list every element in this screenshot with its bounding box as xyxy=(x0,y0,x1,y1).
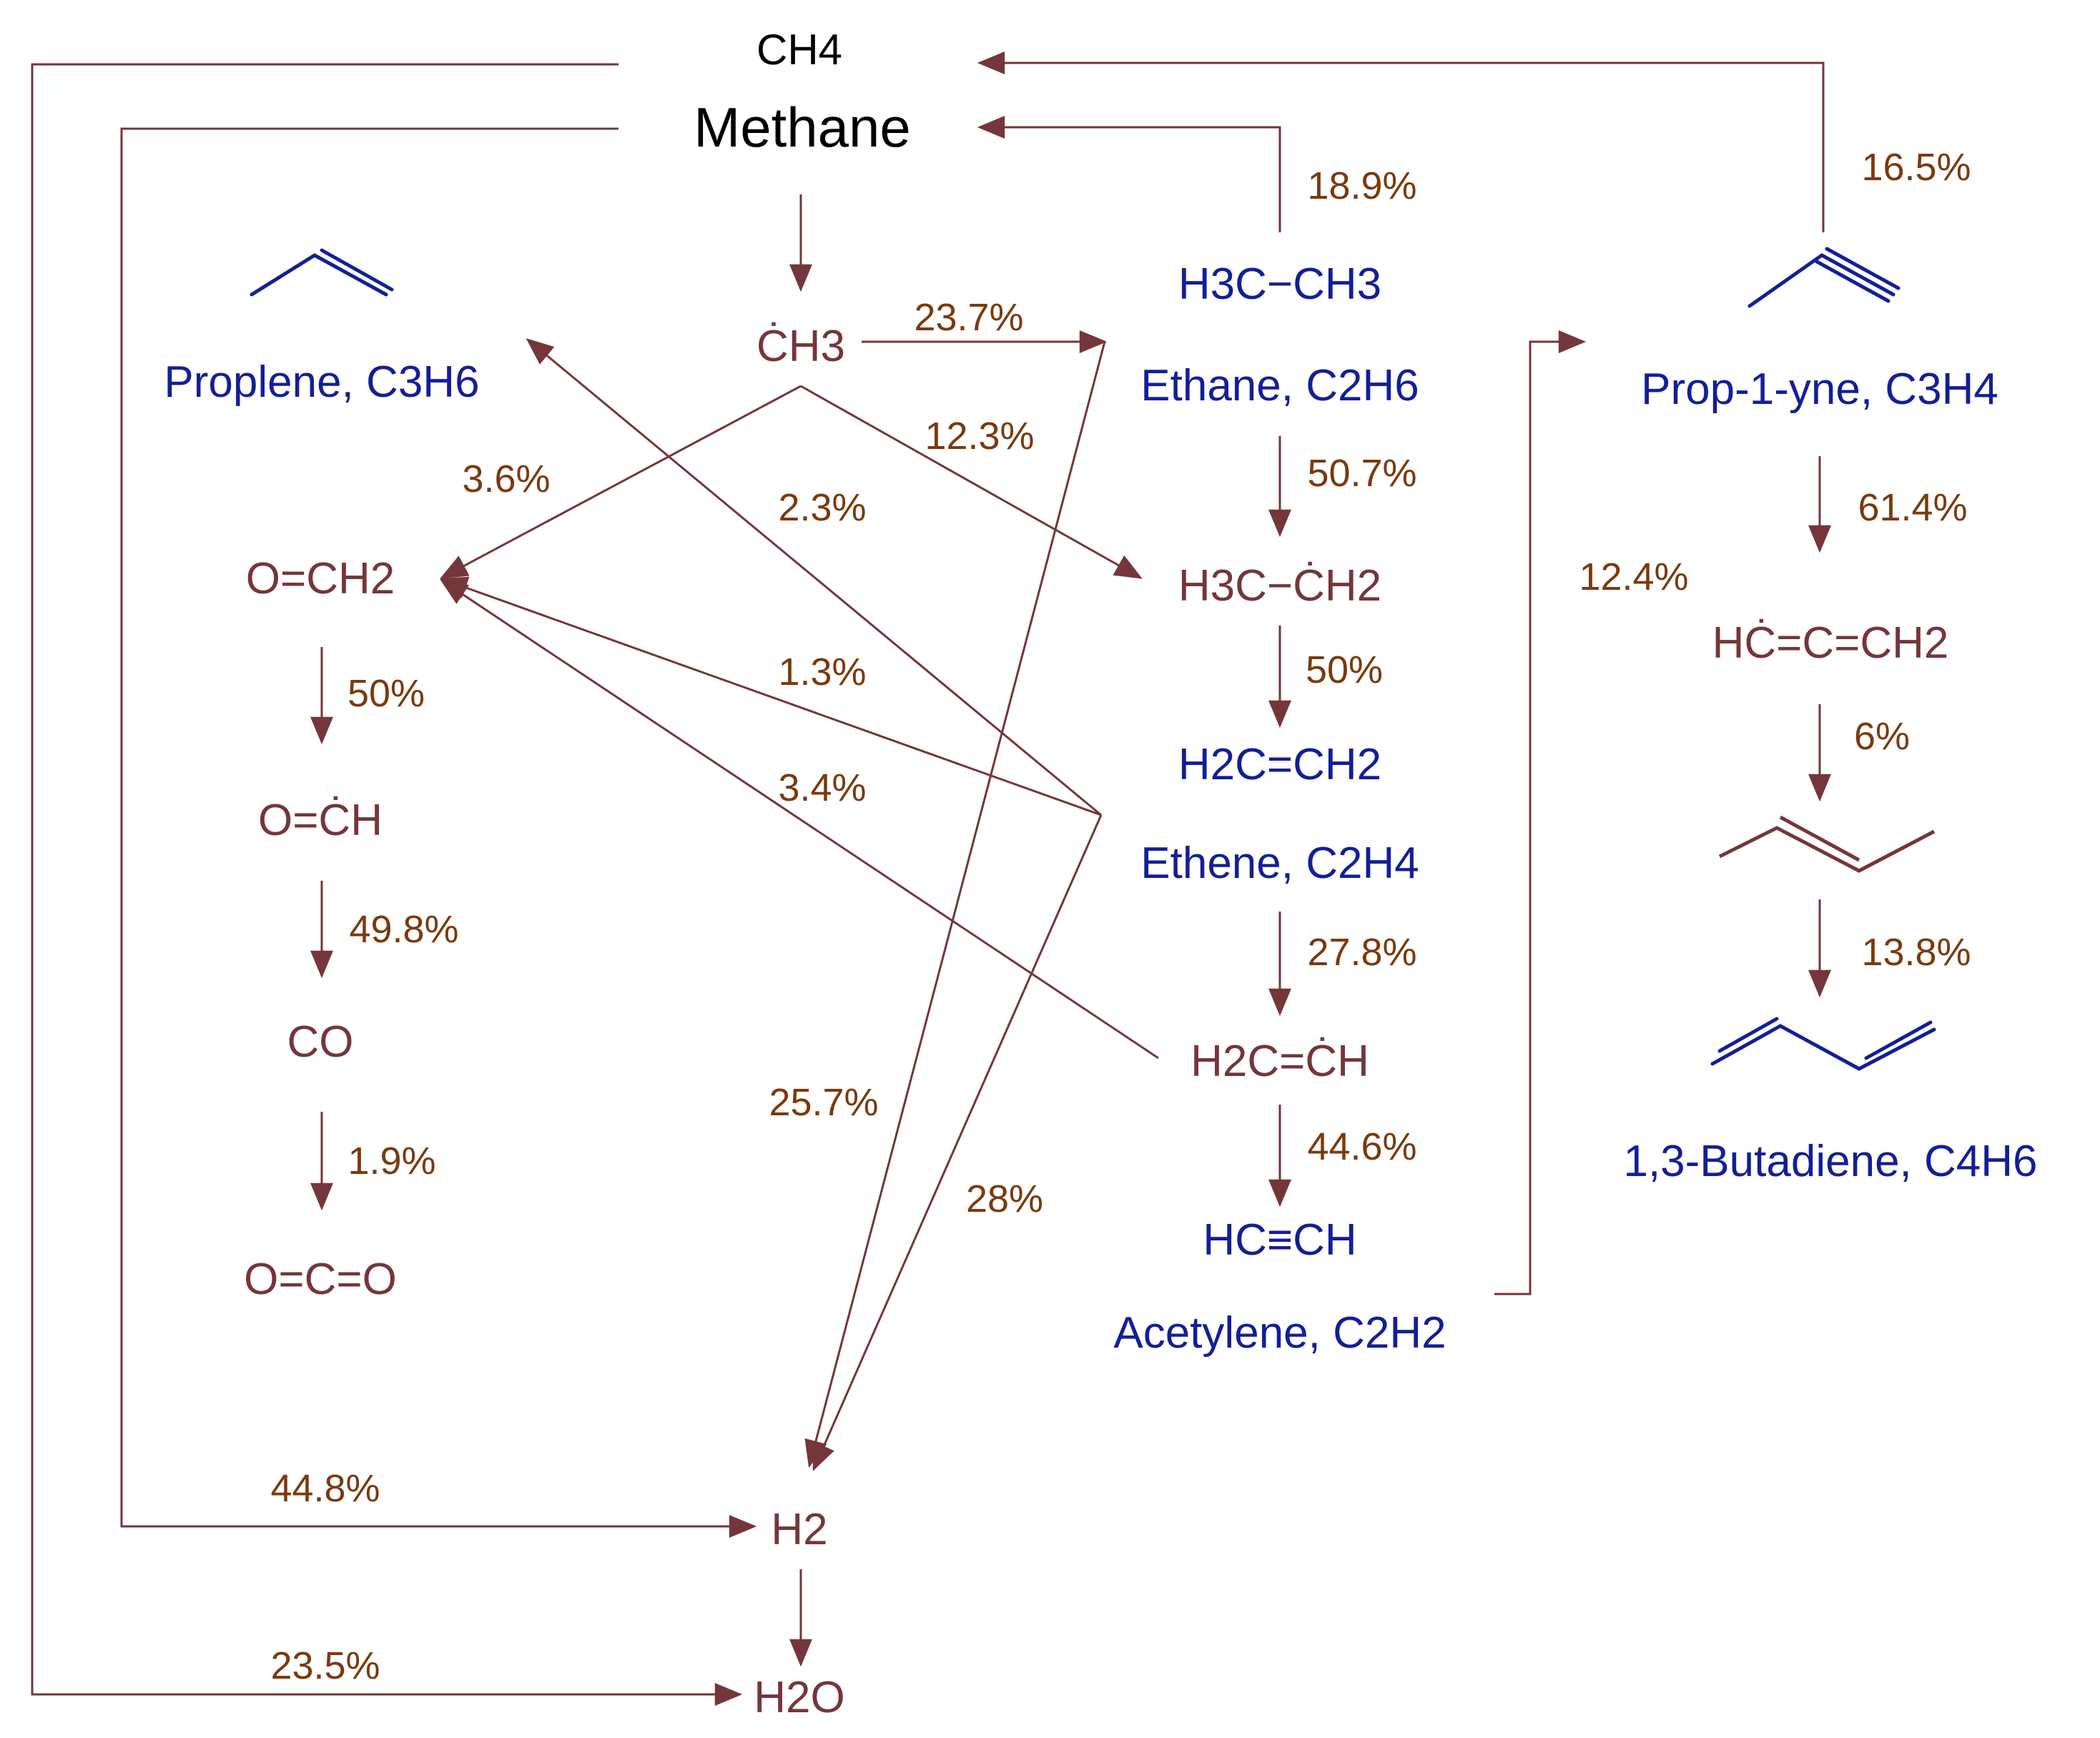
pct-methane-to-h2: 44.8% xyxy=(270,1467,380,1510)
edge-ethene-to-formaldehyde xyxy=(439,576,1102,816)
ethene-formula: H2C=CH2 xyxy=(1178,740,1381,789)
percentage-labels: 23.7% 12.3% 3.6% 2.3% 1.3% 3.4% 18.9% 16… xyxy=(270,146,1971,1687)
pct-vinyl-to-formaldehyde: 3.4% xyxy=(778,766,866,809)
h2o-label: H2O xyxy=(754,1673,844,1722)
propylene-label: Proplene, C3H6 xyxy=(164,357,479,407)
propyne-structure-icon xyxy=(1747,247,1901,308)
pct-ch3-to-ethane: 23.7% xyxy=(914,296,1023,339)
ethyl-radical: H3C−ĊH2 xyxy=(1178,561,1381,611)
pct-acetylene-to-propargyl: 12.4% xyxy=(1579,556,1688,598)
pct-ethene-to-formaldehyde: 1.3% xyxy=(778,651,866,693)
pct-formaldehyde-to-formyl: 50% xyxy=(347,672,425,715)
pct-ethene-to-propylene: 2.3% xyxy=(778,486,866,529)
edges xyxy=(31,51,1831,1706)
pct-butene-to-butadiene: 13.8% xyxy=(1861,931,1971,974)
pct-ethyl-to-ethene: 50% xyxy=(1306,648,1383,691)
skeletal-structures xyxy=(250,247,1936,1071)
co-label: CO xyxy=(287,1017,354,1067)
butene-structure-icon xyxy=(1718,815,1936,873)
propyne-label: Prop-1-yne, C3H4 xyxy=(1641,365,1998,414)
acetylene-label: Acetylene, C2H2 xyxy=(1113,1308,1446,1358)
edge-methane-to-h2o xyxy=(31,63,743,1706)
pct-propyne-to-propargyl: 61.4% xyxy=(1858,486,1967,529)
edge-vinyl-to-formaldehyde xyxy=(440,579,1159,1060)
edge-methane-to-h2 xyxy=(120,127,757,1538)
pct-co-to-co2: 1.9% xyxy=(347,1140,435,1182)
edge-acetylene-to-propyne xyxy=(1494,330,1587,1295)
methane-label: Methane xyxy=(694,96,911,159)
butadiene-label: 1,3-Butadiene, C4H6 xyxy=(1623,1137,2037,1186)
co2-label: O=C=O xyxy=(244,1255,397,1304)
propylene-structure-icon xyxy=(250,248,394,297)
pct-ch3-to-formaldehyde: 3.6% xyxy=(462,458,550,500)
pct-ethene-to-h2: 28% xyxy=(966,1177,1043,1220)
edge-ethane-to-h2 xyxy=(804,341,1106,1468)
ethene-label: Ethene, C2H4 xyxy=(1140,839,1419,888)
formaldehyde-label: O=CH2 xyxy=(246,554,395,603)
ch3-radical: ĊH3 xyxy=(756,322,845,371)
edge-ethane-to-methane xyxy=(977,116,1281,232)
pct-ethane-to-methane: 18.9% xyxy=(1307,164,1416,207)
pct-propyne-to-methane: 16.5% xyxy=(1861,146,1971,189)
butadiene-structure-icon xyxy=(1710,1017,1936,1071)
edge-ch3-to-ethyl xyxy=(800,385,1143,579)
ethane-formula: H3C−CH3 xyxy=(1178,260,1381,309)
pct-ethane-to-ethyl: 50.7% xyxy=(1307,452,1416,495)
pct-vinyl-to-acetylene: 44.6% xyxy=(1307,1125,1416,1168)
formyl-radical: O=ĊH xyxy=(258,796,383,845)
pct-methane-to-h2o: 23.5% xyxy=(270,1644,380,1687)
species-labels: CH4 Methane ĊH3 H3C−CH3 Ethane, C2H6 H3C… xyxy=(164,26,2037,1722)
pct-propargyl-to-butene: 6% xyxy=(1854,715,1910,758)
edge-ch3-to-formaldehyde xyxy=(440,385,802,579)
pct-formyl-to-co: 49.8% xyxy=(349,908,458,951)
ethane-label: Ethane, C2H6 xyxy=(1140,361,1419,410)
pct-ethene-to-vinyl: 27.8% xyxy=(1307,931,1416,974)
acetylene-formula: HC≡CH xyxy=(1203,1215,1356,1265)
edge-propyne-to-methane xyxy=(977,51,1825,232)
edge-ethene-to-propylene xyxy=(526,337,1102,816)
edge-ethene-to-h2 xyxy=(812,814,1103,1471)
vinyl-radical: H2C=ĊH xyxy=(1191,1037,1369,1086)
ch4-formula: CH4 xyxy=(756,26,842,74)
pct-ethane-to-h2: 25.7% xyxy=(769,1081,878,1124)
h2-label: H2 xyxy=(771,1505,827,1554)
pct-ch3-to-ethyl: 12.3% xyxy=(925,415,1034,458)
propargyl-radical: HĊ=C=CH2 xyxy=(1712,618,1949,668)
